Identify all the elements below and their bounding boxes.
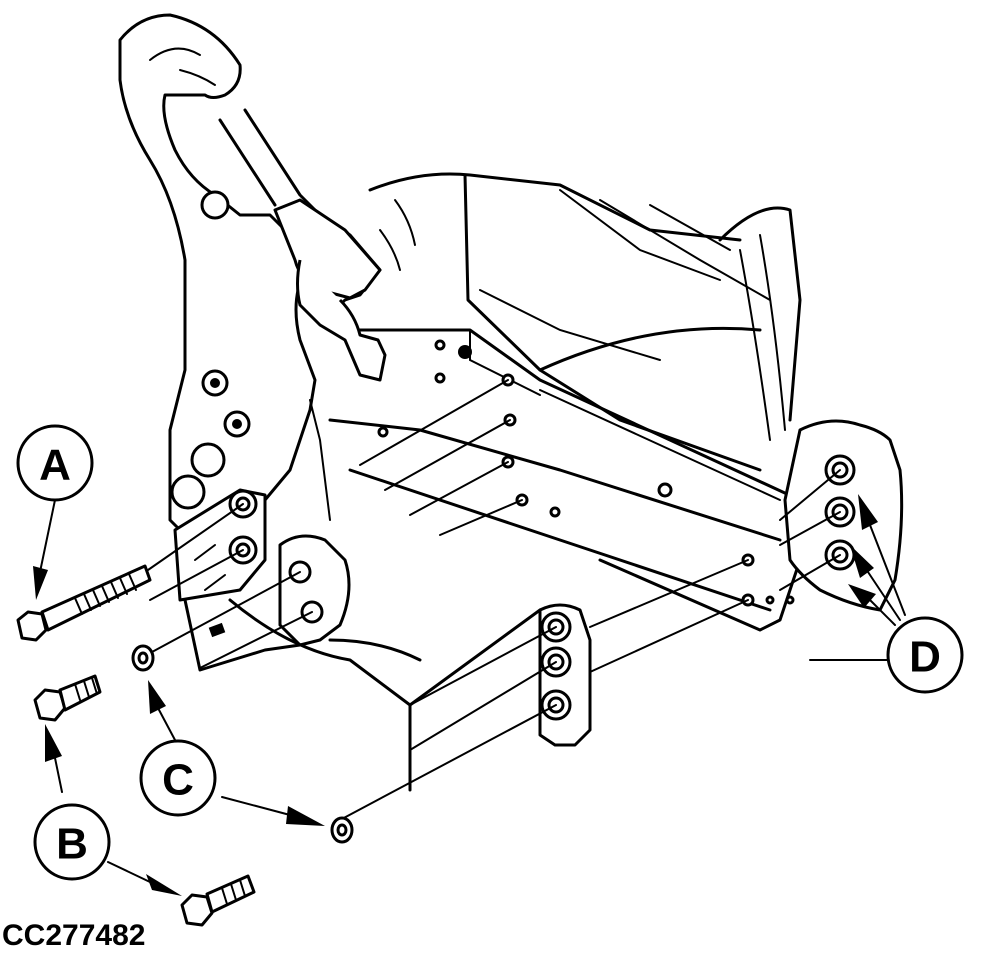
center-bracket xyxy=(183,534,351,672)
callout-d: D xyxy=(886,616,964,694)
callout-a-label: A xyxy=(39,441,71,490)
callout-d-label: D xyxy=(909,633,941,682)
lift-arm xyxy=(118,13,387,542)
flange-screw-upper xyxy=(33,674,102,722)
machine-body xyxy=(368,172,802,472)
lower-support-plate xyxy=(228,598,592,792)
flange-screw-lower xyxy=(180,874,256,927)
leader-arrows xyxy=(33,494,906,896)
washers xyxy=(131,644,354,844)
callout-b: B xyxy=(33,803,111,881)
frame-crossbeam xyxy=(328,328,802,632)
callout-c: C xyxy=(139,739,217,817)
long-cap-screw xyxy=(16,564,152,642)
alignment-lines xyxy=(147,379,891,821)
figure-id-label: CC277482 xyxy=(2,919,146,952)
callout-c-label: C xyxy=(162,756,194,805)
right-bracket xyxy=(783,419,904,612)
callout-b-label: B xyxy=(56,820,88,869)
callout-a: A xyxy=(16,424,94,502)
